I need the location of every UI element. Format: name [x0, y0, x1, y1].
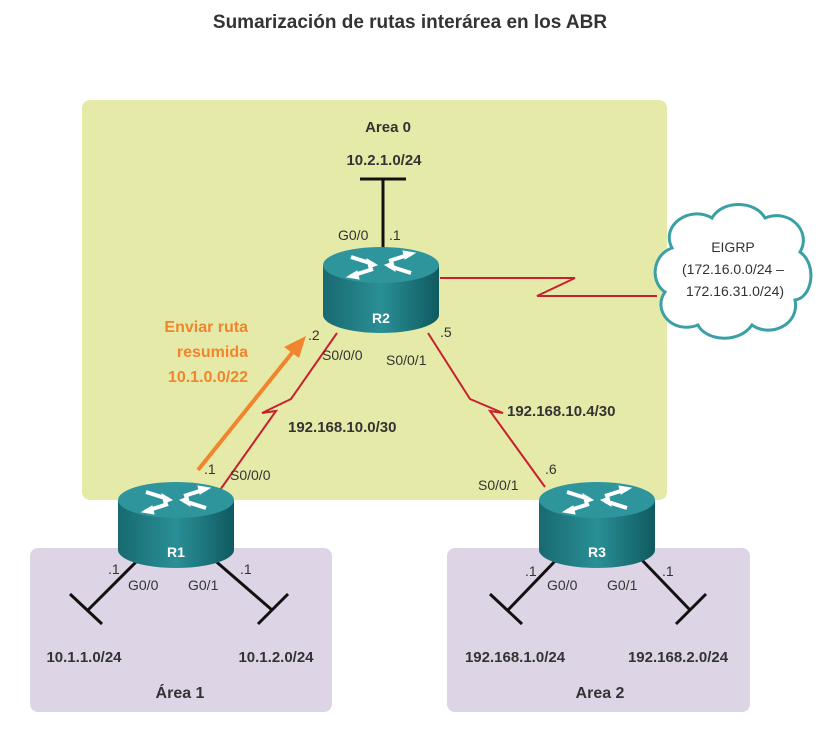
serial-link-r1-r2 — [219, 332, 338, 491]
eigrp-cloud-icon — [653, 203, 813, 340]
area-2-label: Area 2 — [576, 685, 625, 702]
area-0-label: Area 0 — [365, 119, 411, 136]
r2-s001-interface: S0/0/1 — [386, 352, 427, 368]
r1-g00-ip: .1 — [108, 561, 120, 577]
serial-link-r2-eigrp — [440, 277, 657, 297]
r2-s000-ip: .2 — [308, 327, 320, 343]
r1-g01-ip: .1 — [240, 561, 252, 577]
r3-lan2-network: 192.168.2.0/24 — [628, 649, 729, 666]
r2-s000-interface: S0/0/0 — [322, 347, 363, 363]
r1-s000-interface: S0/0/0 — [230, 467, 271, 483]
r3-s001-ip: .6 — [545, 461, 557, 477]
r1-g01-interface: G0/1 — [188, 577, 219, 593]
serial-link-r2-r3 — [427, 332, 546, 488]
r2-lan-segment — [360, 177, 406, 248]
link-r1-r2-network: 192.168.10.0/30 — [288, 419, 396, 436]
router-r1-label: R1 — [167, 544, 185, 560]
router-r2-label: R2 — [372, 310, 390, 326]
summary-annotation-line3: 10.1.0.0/22 — [168, 369, 248, 386]
r2-lan-network: 10.2.1.0/24 — [346, 152, 422, 169]
r2-g00-ip: .1 — [389, 227, 401, 243]
cloud-label-range-end: 172.16.31.0/24) — [686, 283, 784, 299]
r2-g00-interface: G0/0 — [338, 227, 369, 243]
router-r3-label: R3 — [588, 544, 606, 560]
r3-g01-ip: .1 — [662, 563, 674, 579]
r3-g01-interface: G0/1 — [607, 577, 638, 593]
r3-lan1-network: 192.168.1.0/24 — [465, 649, 566, 666]
cloud-label-range-start: (172.16.0.0/24 – — [682, 261, 784, 277]
area-2-zone — [447, 548, 750, 712]
r1-lan1-network: 10.1.1.0/24 — [46, 649, 122, 666]
r1-lan-segments — [68, 556, 290, 626]
r2-s001-ip: .5 — [440, 324, 452, 340]
summary-annotation-line2: resumida — [177, 344, 248, 361]
r3-s001-interface: S0/0/1 — [478, 477, 519, 493]
summary-route-arrow-icon — [196, 336, 306, 472]
area-1-zone — [30, 548, 332, 712]
diagram-title: Sumarización de rutas interárea en los A… — [213, 12, 607, 33]
link-r2-r3-network: 192.168.10.4/30 — [507, 403, 615, 420]
area-1-label: Área 1 — [156, 683, 205, 702]
r1-lan2-network: 10.1.2.0/24 — [238, 649, 314, 666]
r3-g00-ip: .1 — [525, 563, 537, 579]
summary-annotation-line1: Enviar ruta — [164, 319, 248, 336]
r1-s000-ip: .1 — [204, 461, 216, 477]
r3-lan-segments — [488, 556, 708, 626]
cloud-label-protocol: EIGRP — [711, 239, 755, 255]
r1-g00-interface: G0/0 — [128, 577, 159, 593]
r3-g00-interface: G0/0 — [547, 577, 578, 593]
